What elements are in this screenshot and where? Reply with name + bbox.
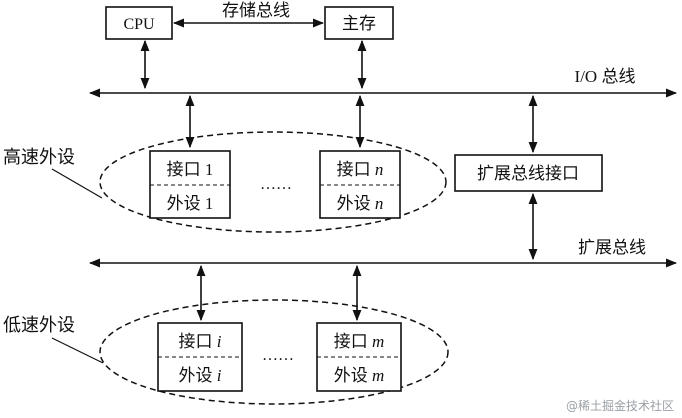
low-speed-group-ellipse xyxy=(99,299,449,405)
high-speed-device-n: 接口 n 外设 n xyxy=(319,150,401,219)
device-i-label: 外设 i xyxy=(179,366,222,385)
io-bus-label: I/O 总线 xyxy=(575,67,636,86)
high-speed-ellipsis: …… xyxy=(260,176,292,193)
high-speed-label: 高速外设 xyxy=(3,147,75,167)
low-speed-label: 低速外设 xyxy=(3,315,75,335)
high-speed-device-1: 接口 1 外设 1 xyxy=(149,150,231,219)
high-speed-group-ellipse xyxy=(99,131,447,233)
interface-n-label: 接口 n xyxy=(337,160,384,179)
low-speed-ellipsis: …… xyxy=(262,347,294,364)
device-1-label: 外设 1 xyxy=(167,194,214,213)
interface-m-label: 接口 m xyxy=(334,332,385,351)
interface-i-label: 接口 i xyxy=(179,332,222,351)
cpu-node: CPU xyxy=(105,6,173,40)
interface-1-label: 接口 1 xyxy=(167,160,214,179)
storage-bus-label: 存储总线 xyxy=(222,1,290,20)
expansion-bus-label: 扩展总线 xyxy=(578,238,646,257)
cpu-label: CPU xyxy=(123,16,155,33)
expansion-interface-label: 扩展总线接口 xyxy=(477,164,579,183)
expansion-interface-node: 扩展总线接口 xyxy=(454,154,603,192)
high-speed-label-pointer xyxy=(51,168,103,199)
low-speed-device-m: 接口 m 外设 m xyxy=(316,322,402,392)
device-m-label: 外设 m xyxy=(334,366,385,385)
low-speed-label-pointer xyxy=(51,337,104,364)
low-speed-device-i: 接口 i 外设 i xyxy=(157,322,243,392)
main-memory-node: 主存 xyxy=(324,6,394,40)
device-n-label: 外设 n xyxy=(337,194,384,213)
main-memory-label: 主存 xyxy=(342,14,376,33)
watermark: @稀土掘金技术社区 xyxy=(566,398,674,413)
